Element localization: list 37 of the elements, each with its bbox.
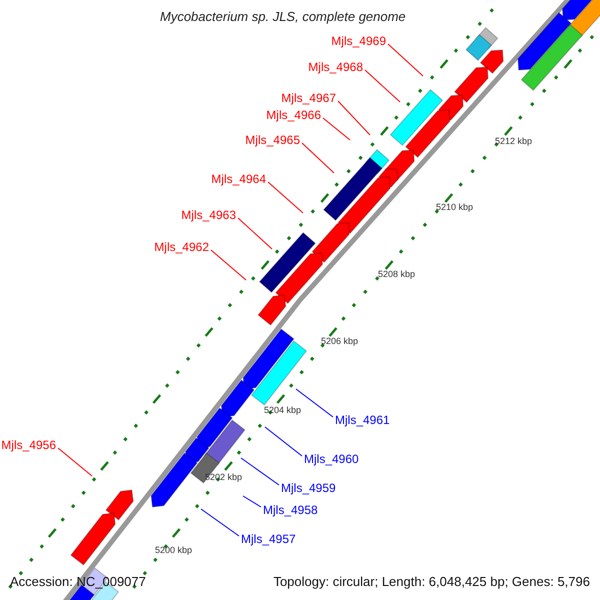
- footer-text: Topology: circular; Length: 6,048,425 bp; Genes: 5,796: [273, 575, 590, 589]
- leader-line: [322, 118, 350, 140]
- gene-label: Mjls_4960: [304, 452, 359, 466]
- leader-line: [58, 448, 92, 476]
- leader-line: [264, 426, 302, 456]
- gene-label: Mjls_4964: [211, 172, 266, 186]
- gene-label: Mjls_4956: [1, 438, 56, 452]
- gene-label: Mjls_4966: [266, 108, 321, 122]
- gene-label: Mjls_4959: [281, 481, 336, 495]
- gene-label: Mjls_4961: [335, 413, 390, 427]
- gene-label: Mjls_4969: [331, 34, 386, 48]
- gene-label: Mjls_4958: [263, 503, 318, 517]
- scale-label: 5208 kbp: [378, 268, 416, 281]
- gene-label: Mjls_4968: [308, 60, 363, 74]
- leader-line: [364, 70, 400, 102]
- leader-line: [296, 388, 334, 418]
- leader-line: [388, 44, 424, 76]
- title: Mycobacterium sp. JLS, complete genome: [160, 10, 406, 24]
- leader-line: [242, 496, 262, 508]
- leader-line: [338, 100, 370, 136]
- gene-label: Mjls_4967: [281, 91, 336, 105]
- scale-label: 5204 kbp: [264, 404, 302, 417]
- leader-line: [240, 458, 280, 486]
- gene-label: Mjls_4965: [245, 133, 300, 147]
- gene-label: Mjls_4957: [241, 532, 296, 546]
- scale-label: 5200 kbp: [155, 544, 192, 557]
- leader-line: [200, 508, 240, 536]
- scale-label: 5206 kbp: [321, 335, 358, 348]
- footer-text: Accession: NC_009077: [10, 575, 146, 589]
- leader-line: [210, 250, 246, 280]
- gene-label: Mjls_4962: [154, 240, 209, 254]
- scale-label: 5210 kbp: [436, 201, 474, 214]
- leader-line: [302, 142, 334, 174]
- gene-label: Mjls_4963: [181, 208, 236, 222]
- scale-label: 5212 kbp: [495, 135, 532, 148]
- leader-line: [238, 218, 272, 250]
- leader-line: [268, 182, 304, 214]
